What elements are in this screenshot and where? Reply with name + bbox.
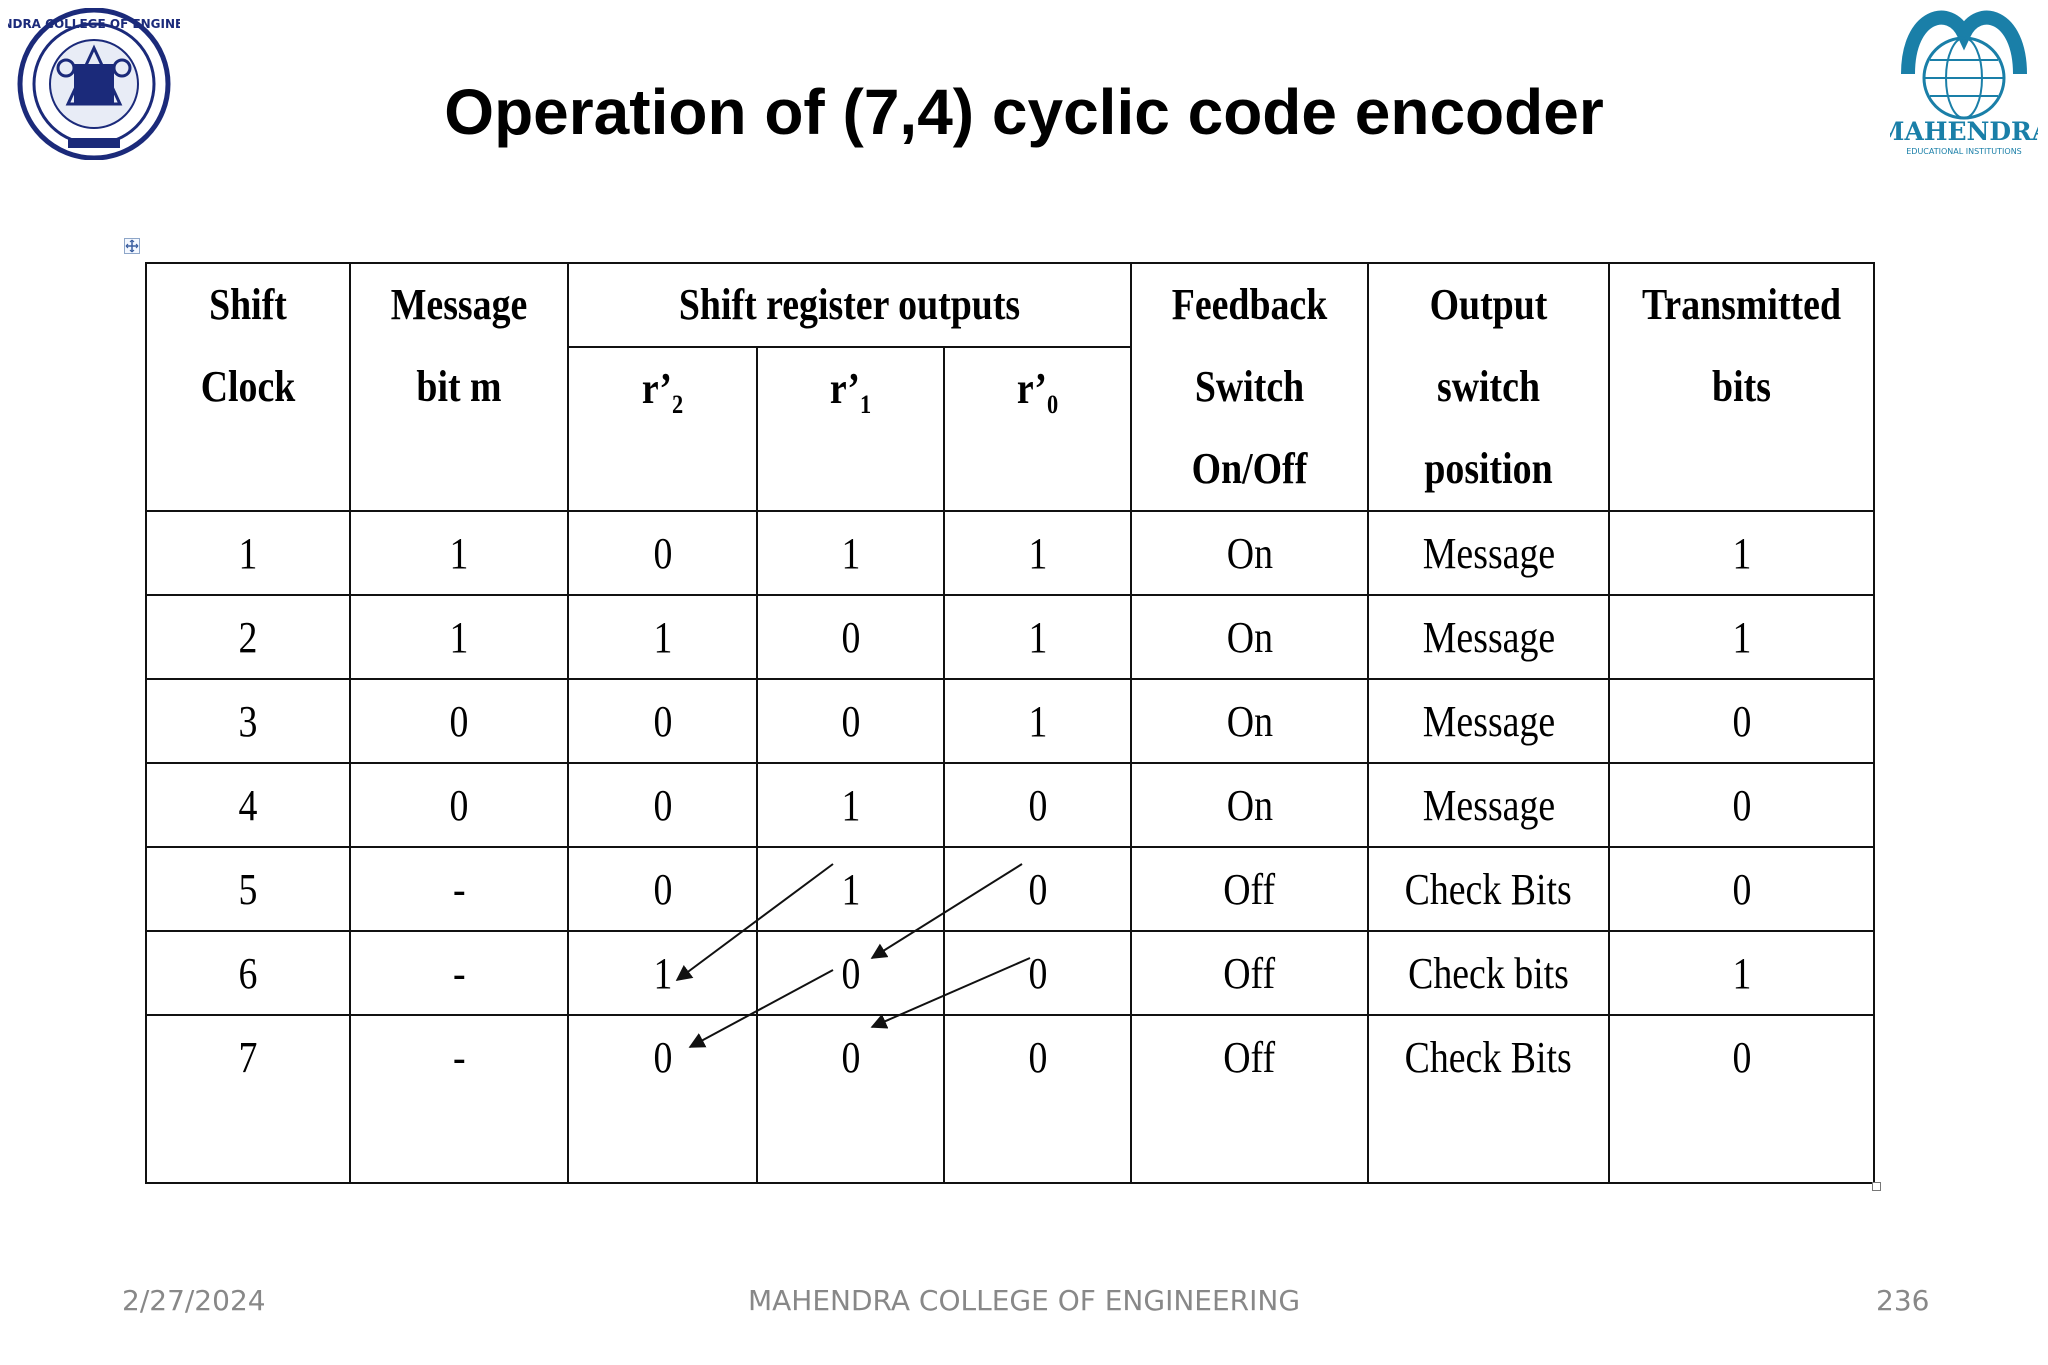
cell-feedback: On <box>1130 594 1370 680</box>
cell-r1: 1 <box>756 846 945 932</box>
cell-r1: 0 <box>756 1014 945 1184</box>
cell-output-position: Message <box>1367 510 1611 596</box>
cell-shift-clock: 2 <box>145 594 351 680</box>
cell-transmitted-bit: 0 <box>1608 846 1876 932</box>
header-message-bit: Message bit m <box>364 262 554 512</box>
cell-shift-clock: 6 <box>145 930 351 1016</box>
cell-r0: 0 <box>942 846 1133 932</box>
table-move-handle-icon[interactable] <box>124 238 140 254</box>
header-feedback-switch: Feedback Switch On/Off <box>1146 262 1353 512</box>
cell-r1: 0 <box>756 678 945 764</box>
cell-output-position: Check Bits <box>1367 1014 1611 1184</box>
cell-r2: 0 <box>567 846 758 932</box>
cell-shift-clock: 1 <box>145 510 351 596</box>
slide-title: Operation of (7,4) cyclic code encoder <box>444 76 1604 148</box>
header-output-switch-position: Output switch position <box>1384 262 1594 512</box>
header-transmitted-bits: Transmitted bits <box>1626 262 1857 512</box>
cell-transmitted-bit: 1 <box>1608 510 1876 596</box>
cell-r1: 0 <box>756 930 945 1016</box>
cell-output-position: Check Bits <box>1367 846 1611 932</box>
cell-r2: 0 <box>567 762 758 848</box>
cell-message-bit: 1 <box>349 510 569 596</box>
cell-r0: 1 <box>942 678 1133 764</box>
cell-r0: 0 <box>942 930 1133 1016</box>
footer-institution: MAHENDRA COLLEGE OF ENGINEERING <box>747 1284 1301 1317</box>
cell-r2: 1 <box>567 594 758 680</box>
cell-r0: 0 <box>942 1014 1133 1184</box>
cell-transmitted-bit: 1 <box>1608 594 1876 680</box>
cell-message-bit: - <box>349 1014 569 1184</box>
college-seal-logo: MAHENDRA COLLEGE OF ENGINEERING <box>0 7 225 161</box>
cell-r1: 0 <box>756 594 945 680</box>
encoder-operation-table: Shift Clock Message bit m Shift register… <box>145 262 1876 1184</box>
footer-date: 2/27/2024 <box>122 1284 266 1317</box>
header-shift-clock: Shift Clock <box>159 262 337 512</box>
seal-ring-text: MAHENDRA COLLEGE OF ENGINEERING <box>8 17 180 31</box>
cell-output-position: Message <box>1367 594 1611 680</box>
cell-output-position: Message <box>1367 762 1611 848</box>
cell-output-position: Message <box>1367 678 1611 764</box>
cell-r2: 1 <box>567 930 758 1016</box>
cell-output-position: Check bits <box>1367 930 1611 1016</box>
cell-message-bit: 0 <box>349 678 569 764</box>
cell-message-bit: 0 <box>349 762 569 848</box>
cell-feedback: Off <box>1130 1014 1370 1184</box>
table-resize-handle[interactable] <box>1872 1182 1881 1191</box>
cell-transmitted-bit: 0 <box>1608 762 1876 848</box>
header-shift-register-outputs: Shift register outputs <box>606 262 1093 348</box>
cell-shift-clock: 4 <box>145 762 351 848</box>
cell-feedback: On <box>1130 510 1370 596</box>
cell-shift-clock: 5 <box>145 846 351 932</box>
cell-r0: 0 <box>942 762 1133 848</box>
header-r0: r’0 <box>956 346 1119 512</box>
mahendra-wordmark: MAHENDRA <box>1890 117 2038 146</box>
cell-r1: 1 <box>756 762 945 848</box>
header-r1: r’1 <box>769 346 932 512</box>
cell-feedback: Off <box>1130 930 1370 1016</box>
mahendra-tagline: EDUCATIONAL INSTITUTIONS <box>1906 147 2022 156</box>
cell-shift-clock: 3 <box>145 678 351 764</box>
cell-transmitted-bit: 0 <box>1608 1014 1876 1184</box>
cell-feedback: On <box>1130 678 1370 764</box>
cell-transmitted-bit: 0 <box>1608 678 1876 764</box>
cell-feedback: On <box>1130 762 1370 848</box>
cell-r2: 0 <box>567 1014 758 1184</box>
cell-shift-clock: 7 <box>145 1014 351 1184</box>
cell-r0: 1 <box>942 510 1133 596</box>
header-r2: r’2 <box>580 346 745 512</box>
cell-message-bit: - <box>349 930 569 1016</box>
cell-r0: 1 <box>942 594 1133 680</box>
cell-r2: 0 <box>567 678 758 764</box>
mahendra-globe-logo: MAHENDRA EDUCATIONAL INSTITUTIONS <box>1877 4 2048 164</box>
cell-message-bit: 1 <box>349 594 569 680</box>
footer-page-number: 236 <box>1876 1284 1930 1317</box>
cell-feedback: Off <box>1130 846 1370 932</box>
cell-message-bit: - <box>349 846 569 932</box>
cell-r1: 1 <box>756 510 945 596</box>
cell-transmitted-bit: 1 <box>1608 930 1876 1016</box>
cell-r2: 0 <box>567 510 758 596</box>
